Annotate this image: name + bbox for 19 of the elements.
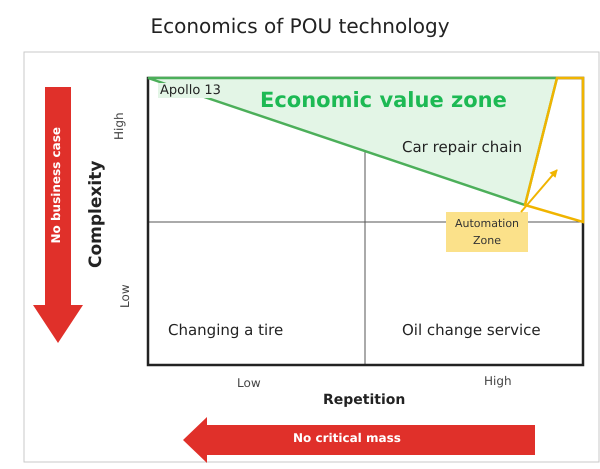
quadrant-label: Changing a tire [168, 321, 284, 339]
value-zone-area [148, 78, 558, 206]
quadrant-label: Oil change service [402, 321, 541, 339]
axis-tick-label: High [112, 112, 126, 140]
arrow-text: No critical mass [293, 431, 401, 445]
zone-label: Car repair chain [402, 138, 522, 156]
axis-title: Complexity [86, 160, 106, 268]
point-label: Apollo 13 [158, 83, 223, 98]
leftward-arrow [183, 417, 535, 463]
automation-zone-outline [524, 76, 584, 224]
axis-tick-label: Low [237, 376, 261, 390]
zone-title: Economic value zone [260, 88, 507, 112]
downward-arrow [33, 87, 83, 343]
chart-title: Economics of POU technology [149, 14, 451, 38]
leader-arrow [520, 169, 558, 213]
arrow-text: No business case [49, 127, 63, 244]
axis-tick-label: Low [118, 284, 132, 308]
axis-tick-label: High [484, 374, 512, 388]
callout-box: Automation Zone [446, 212, 528, 252]
